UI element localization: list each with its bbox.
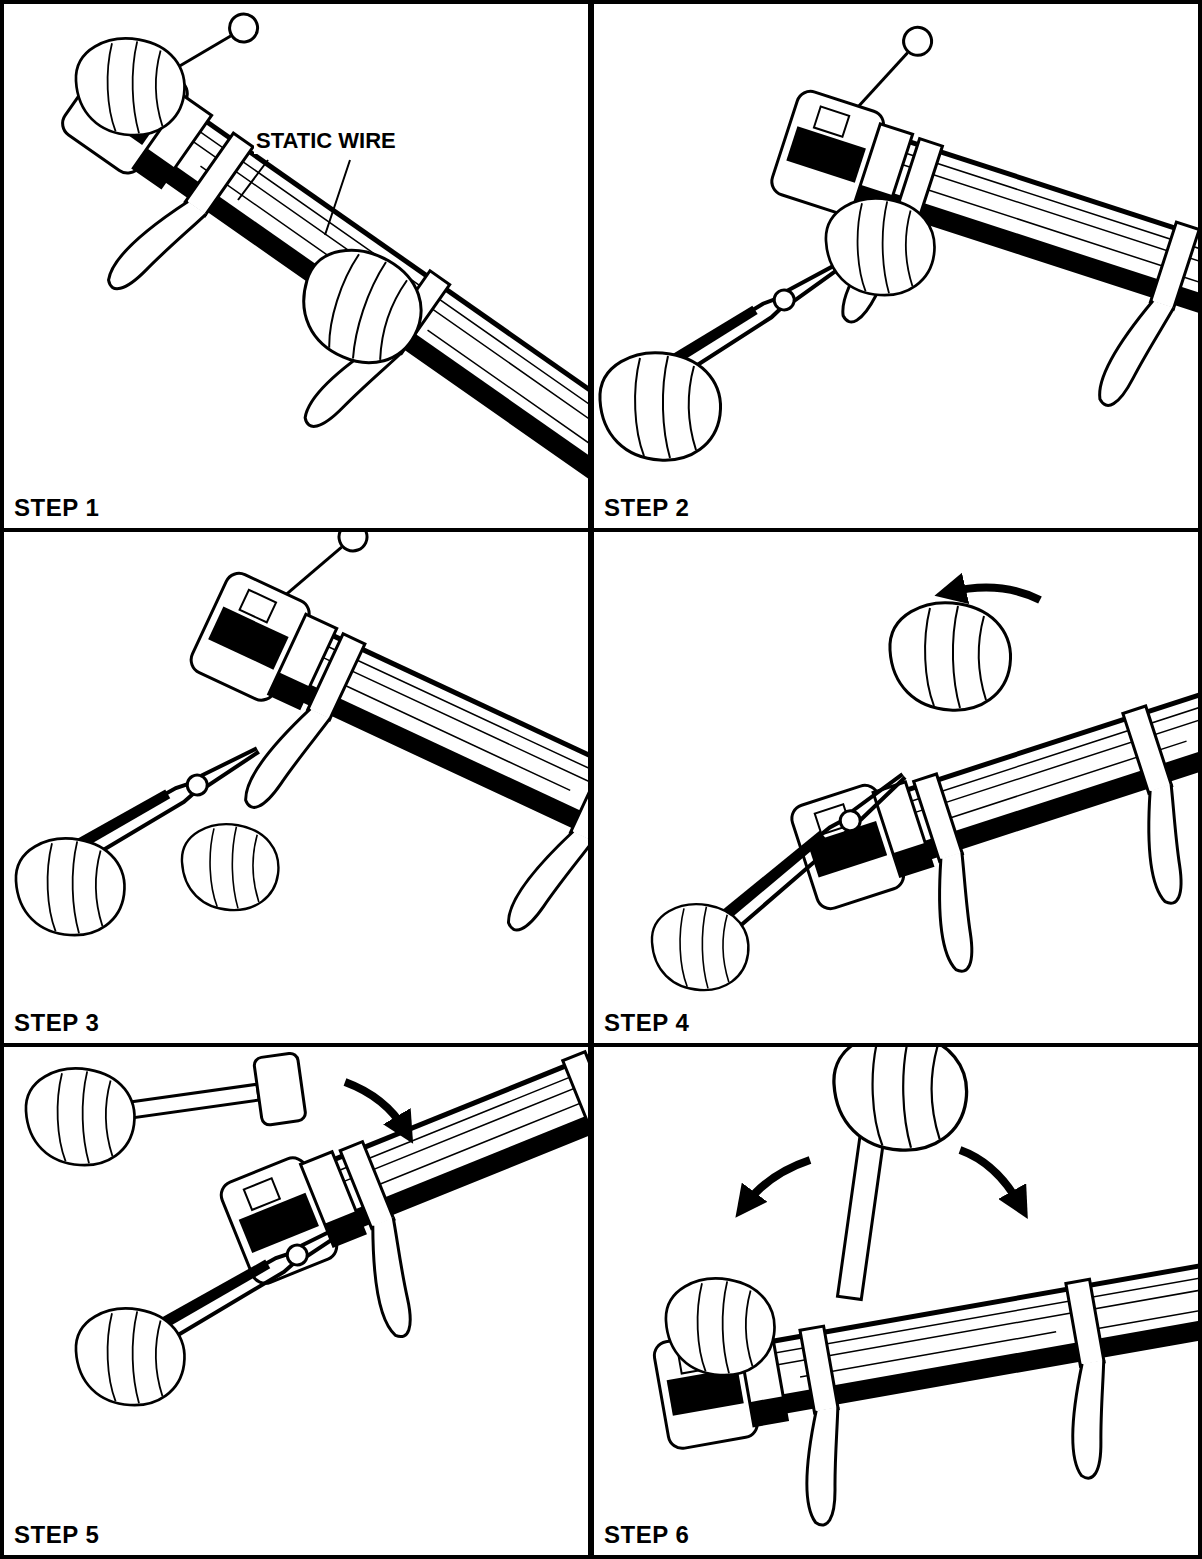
step-label: STEP 4: [604, 1009, 689, 1037]
static-wire: [859, 17, 936, 122]
band-clamp: [1102, 706, 1202, 906]
hose-assembly: [0, 0, 592, 532]
step-panel: STEP 1: [0, 0, 592, 532]
hose-assembly: [737, 0, 1202, 489]
panel-caption: STEP 2: [604, 494, 689, 522]
hand: [890, 603, 1011, 710]
hand: [76, 39, 185, 136]
step-5-art: [26, 1045, 592, 1405]
band-clamp: [503, 747, 592, 944]
step-4-art: [652, 587, 1202, 1007]
band-clamp: [1044, 1279, 1123, 1480]
hose-assembly: [652, 1230, 1202, 1549]
hand: [26, 1069, 135, 1166]
motion-arrow: [960, 1150, 1020, 1205]
panel-caption: STEP 1: [14, 494, 99, 522]
hand: [182, 824, 278, 910]
static-wire: [287, 530, 372, 615]
band-clamp: [778, 1326, 857, 1527]
step-label: STEP 6: [604, 1521, 689, 1549]
motion-arrow: [345, 1082, 405, 1130]
leader-line: [238, 160, 350, 235]
step-label: STEP 5: [14, 1521, 99, 1549]
step-panel: STEP 4: [590, 528, 1202, 1047]
step-1-art: [0, 0, 592, 532]
hose-coupling: [187, 569, 341, 718]
motion-arrow: [745, 1160, 810, 1205]
hand: [652, 904, 748, 990]
hand: [826, 199, 935, 296]
panel-caption: STEP 3: [14, 1009, 99, 1037]
panel-caption: STEP 5: [14, 1521, 99, 1549]
panel-caption: STEP 6: [604, 1521, 689, 1549]
hand: [76, 1309, 185, 1406]
motion-arrow: [950, 587, 1040, 600]
hand: [286, 236, 436, 378]
step-3-art: [16, 530, 592, 1036]
step-panel: STEP 5: [0, 1043, 592, 1559]
step-panel: STEP 6: [590, 1043, 1202, 1559]
step-panel: STEP 3: [0, 528, 592, 1047]
step-label: STEP 3: [14, 1009, 99, 1037]
band-clamp: [542, 1052, 592, 1251]
part-callout: STATIC WIRE: [254, 128, 398, 154]
hand: [834, 1045, 967, 1150]
band-clamp: [1095, 215, 1199, 415]
hand: [666, 1279, 775, 1376]
step-panel: STEP 2: [590, 0, 1202, 532]
hose: [317, 1045, 592, 1233]
hose-coupling: [57, 38, 217, 195]
step-label: STEP 1: [14, 494, 99, 522]
hand: [600, 353, 721, 460]
step-label: STEP 2: [604, 494, 689, 522]
step-6-art: [652, 1045, 1202, 1549]
banding-tool: [143, 1208, 363, 1349]
step-2-art: [600, 0, 1202, 489]
hand: [16, 839, 125, 936]
panel-caption: STEP 4: [604, 1009, 689, 1037]
banding-tool: [711, 765, 910, 938]
